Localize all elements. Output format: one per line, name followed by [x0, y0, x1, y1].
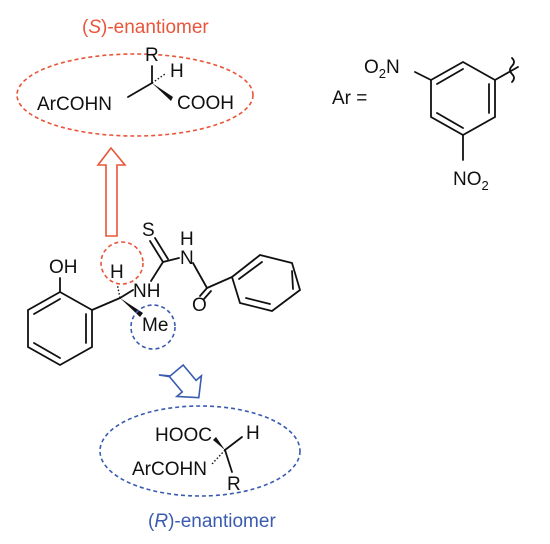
benzylic-bond	[91, 297, 121, 311]
amide-n-c-bond	[192, 262, 208, 289]
s-bond-to-n	[127, 82, 153, 98]
ar-equals-label: Ar =	[332, 88, 367, 109]
phenol-double-3	[33, 298, 61, 315]
ar-ring-double-1	[436, 68, 464, 85]
catalyst-hashed-h-bond	[116, 282, 121, 299]
catalyst-amide-h-label: H	[180, 229, 194, 250]
amide-co-bond-b	[203, 290, 212, 300]
catalyst-stereo-h-label: H	[110, 262, 124, 283]
s-r-group-label: R	[145, 45, 159, 66]
r-enantiomer-group: HOOC H ArCOHN R (R)-enantiomer	[99, 405, 301, 532]
catalyst-oh-label: OH	[49, 257, 78, 278]
benzamide-double-3	[245, 297, 271, 305]
catalyst-group: OH H NH Me S H N O	[27, 220, 302, 367]
r-hooc-label: HOOC	[155, 425, 212, 446]
amide-c-aryl-bond	[206, 276, 233, 289]
s-h-label: H	[170, 61, 184, 82]
r-bond-to-h	[224, 436, 243, 451]
ar-bond-top-nitro	[414, 71, 432, 81]
ar-top-nitro-label: O2N	[364, 57, 400, 81]
ar-wavy-attachment	[509, 57, 515, 83]
catalyst-o-label: O	[192, 295, 207, 316]
h-highlight-circle	[100, 241, 144, 285]
r-enantiomer-ellipse	[99, 405, 301, 497]
s-cooh-label: COOH	[177, 93, 234, 114]
r-arcohn-label: ArCOHN	[132, 459, 207, 480]
r-wedge-bond-cooh	[213, 437, 225, 450]
catalyst-amide-n-label: N	[180, 248, 194, 269]
r-enantiomer-title: (R)-enantiomer	[148, 511, 276, 532]
thiourea-c-nh-bond	[162, 257, 180, 263]
benzamide-double-2	[291, 270, 294, 290]
phenol-double-2	[33, 342, 61, 359]
ar-benzene-ring	[430, 60, 496, 137]
benzamide-ring	[230, 254, 302, 312]
r-r-group-label: R	[227, 474, 241, 495]
s-enantiomer-group: (S)-enantiomer R H ArCOHN COOH	[16, 17, 254, 137]
me-highlight-circle	[130, 304, 176, 350]
benzamide-double-1	[238, 261, 263, 280]
catalyst-bond-to-nh	[119, 289, 134, 299]
ar-bottom-nitro-label: NO2	[453, 169, 489, 193]
catalyst-nh-label: NH	[133, 281, 160, 302]
s-wedge-bond-cooh	[152, 83, 173, 101]
r-bond-to-r	[224, 449, 233, 473]
r-direction-arrow	[158, 363, 203, 399]
thiourea-cs-bond-b	[154, 237, 169, 260]
ar-attachment-bond	[494, 66, 519, 81]
s-hashed-bond-h	[151, 73, 166, 84]
catalyst-s-label: S	[142, 220, 155, 241]
s-enantiomer-ellipse	[16, 53, 254, 137]
r-h-label: H	[246, 423, 260, 444]
ar-definition-group: Ar = O2N NO2	[332, 57, 519, 193]
thiourea-n-c-bond	[150, 261, 164, 282]
amide-co-bond-a	[199, 287, 208, 297]
s-enantiomer-title: (S)-enantiomer	[82, 17, 209, 38]
thiourea-cs-bond-a	[149, 240, 164, 263]
s-arcohn-label: ArCOHN	[37, 94, 112, 115]
r-hashed-bond-n	[211, 449, 226, 465]
s-direction-arrow	[96, 146, 127, 237]
ar-ring-double-3	[436, 112, 464, 129]
phenol-ring	[27, 290, 93, 367]
catalyst-me-label: Me	[142, 315, 168, 336]
